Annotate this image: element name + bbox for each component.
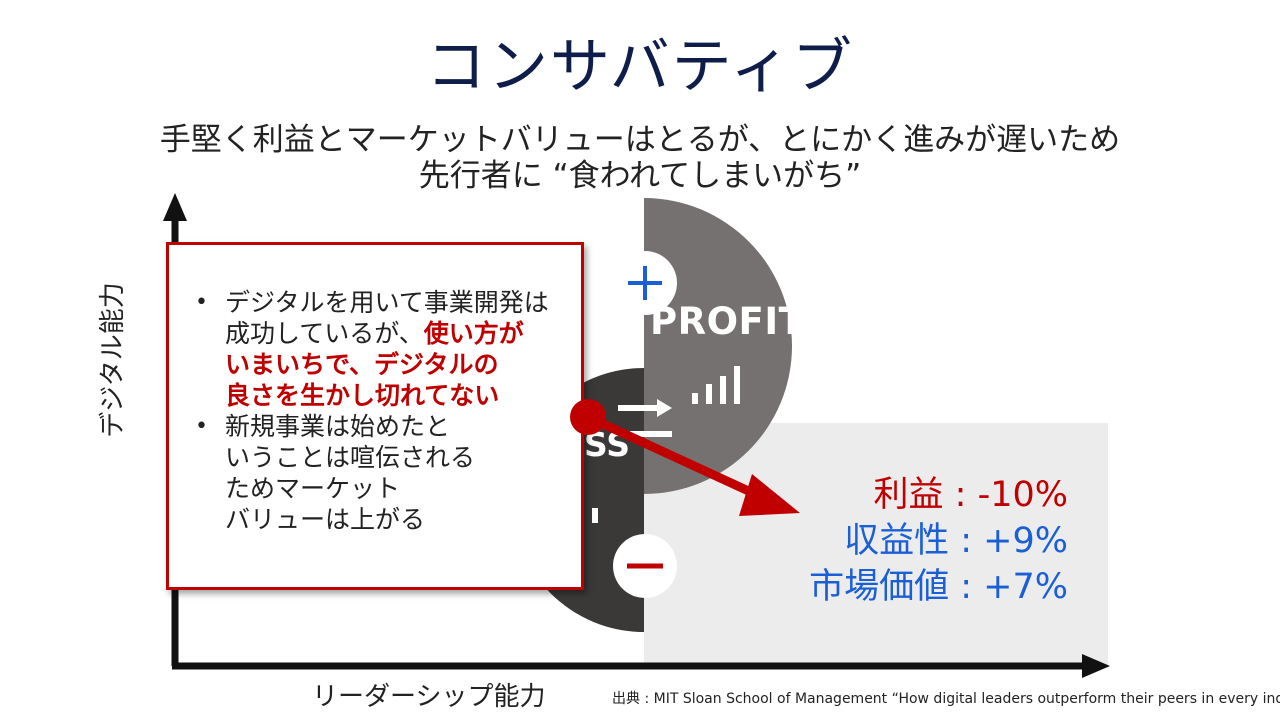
- bullet1-line2-plain: 成功しているが、: [225, 319, 424, 348]
- callout-bullet-2: 新規事業は始めたと いうことは喧伝される ためマーケット バリューは上がる: [195, 411, 567, 535]
- subtitle-line-1: 手堅く利益とマーケットバリューはとるが、とにかく進みが遅いため: [159, 122, 1121, 158]
- bullet2-line4: バリューは上がる: [225, 505, 426, 534]
- bullet1-line2-red: 使い方が: [423, 319, 524, 348]
- plus-icon: [628, 266, 662, 300]
- y-axis-arrowhead: [163, 193, 187, 221]
- metric-market-value: 市場価値 : +7%: [809, 567, 1068, 607]
- callout-bullet-1: デジタルを用いて事業開発は 成功しているが、使い方が いまいちで、デジタルの 良…: [195, 287, 567, 411]
- slide-title: コンサバティブ: [426, 32, 854, 102]
- profit-label: PROFIT: [650, 300, 805, 343]
- bullet2-line3: ためマーケット: [225, 474, 401, 503]
- metric-profit: 利益 : -10%: [873, 475, 1068, 515]
- callout-box: デジタルを用いて事業開発は 成功しているが、使い方が いまいちで、デジタルの 良…: [166, 242, 584, 590]
- source-citation: 出典 : MIT Sloan School of Management “How…: [612, 691, 1280, 707]
- x-axis-arrowhead: [1082, 654, 1110, 678]
- metric-profitability: 収益性 : +9%: [844, 521, 1068, 561]
- bullet1-line4: 良さを生かし切れてない: [225, 381, 500, 410]
- bullet1-line2: 成功しているが、使い方が: [225, 318, 567, 349]
- bullet2-line1: 新規事業は始めたと: [225, 412, 451, 441]
- signal-bars-icon: [692, 366, 740, 404]
- metrics-block: 利益 : -10% 収益性 : +9% 市場価値 : +7%: [760, 472, 1068, 610]
- bullet2-line2: いうことは喧伝される: [225, 443, 476, 472]
- loss-label: SS: [584, 425, 631, 464]
- x-axis-label: リーダーシップ能力: [312, 682, 546, 712]
- bullet1-line1: デジタルを用いて事業開発は: [225, 288, 549, 317]
- y-axis-label: デジタル能力: [98, 282, 128, 438]
- subtitle-line-2: 先行者に “食われてしまいがち”: [418, 158, 862, 194]
- bullet1-line3: いまいちで、デジタルの: [225, 350, 499, 379]
- loss-bar-icon: [592, 508, 598, 523]
